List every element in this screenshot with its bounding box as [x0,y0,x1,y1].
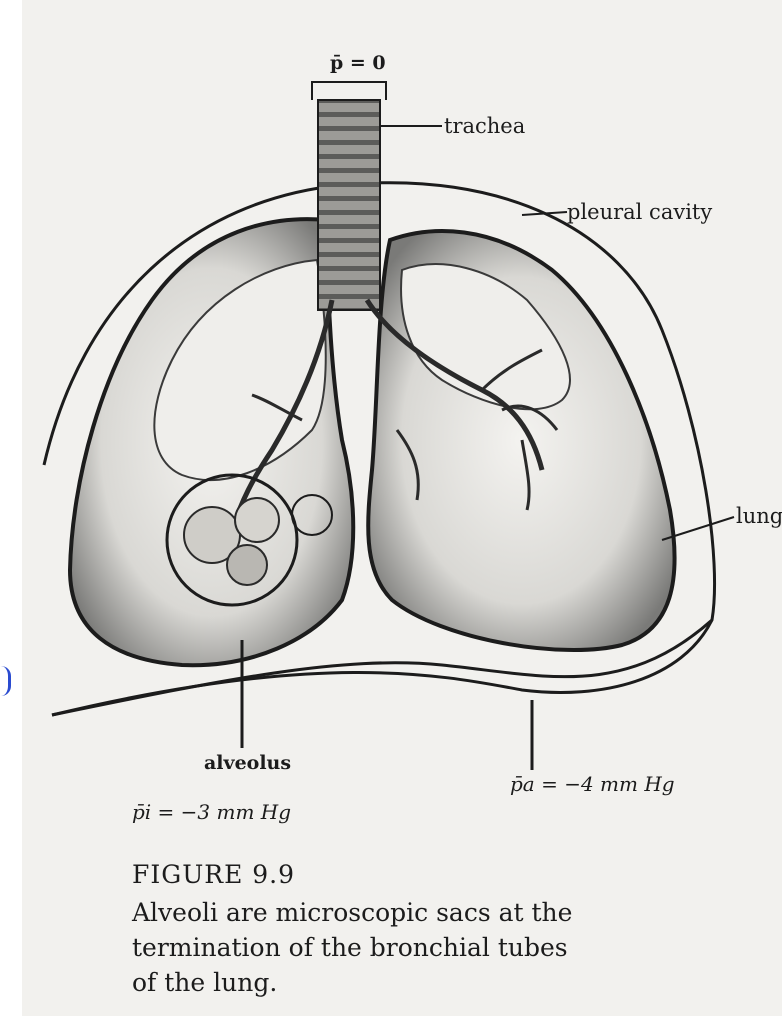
scanned-page: p̄ = 0 trachea pleural cavity lung alveo… [22,0,782,1016]
lung-label: lung [736,504,782,528]
figure-caption: Alveoli are microscopic sacs at the term… [132,895,782,1000]
trachea-tube [318,100,380,310]
edge-mark [0,666,11,696]
caption-line-1: Alveoli are microscopic sacs at the [132,895,782,930]
trachea-label: trachea [444,114,525,138]
alveolus-label: alveolus [204,752,291,774]
figure-title: FIGURE 9.9 [132,860,295,889]
intrapulmonary-pressure-label: p̄i = −3 mm Hg [132,800,291,824]
pleural-cavity-label: pleural cavity [567,200,712,224]
top-pressure-label: p̄ = 0 [330,52,386,74]
caption-line-3: of the lung. [132,965,782,1000]
alveolus-inner-3 [227,545,267,585]
caption-line-2: termination of the bronchial tubes [132,930,782,965]
trachea-top-bracket [312,82,386,100]
pleural-pressure-label: p̄a = −4 mm Hg [510,772,675,796]
alveolus-inner-2 [235,498,279,542]
left-margin-strip [0,0,22,1016]
